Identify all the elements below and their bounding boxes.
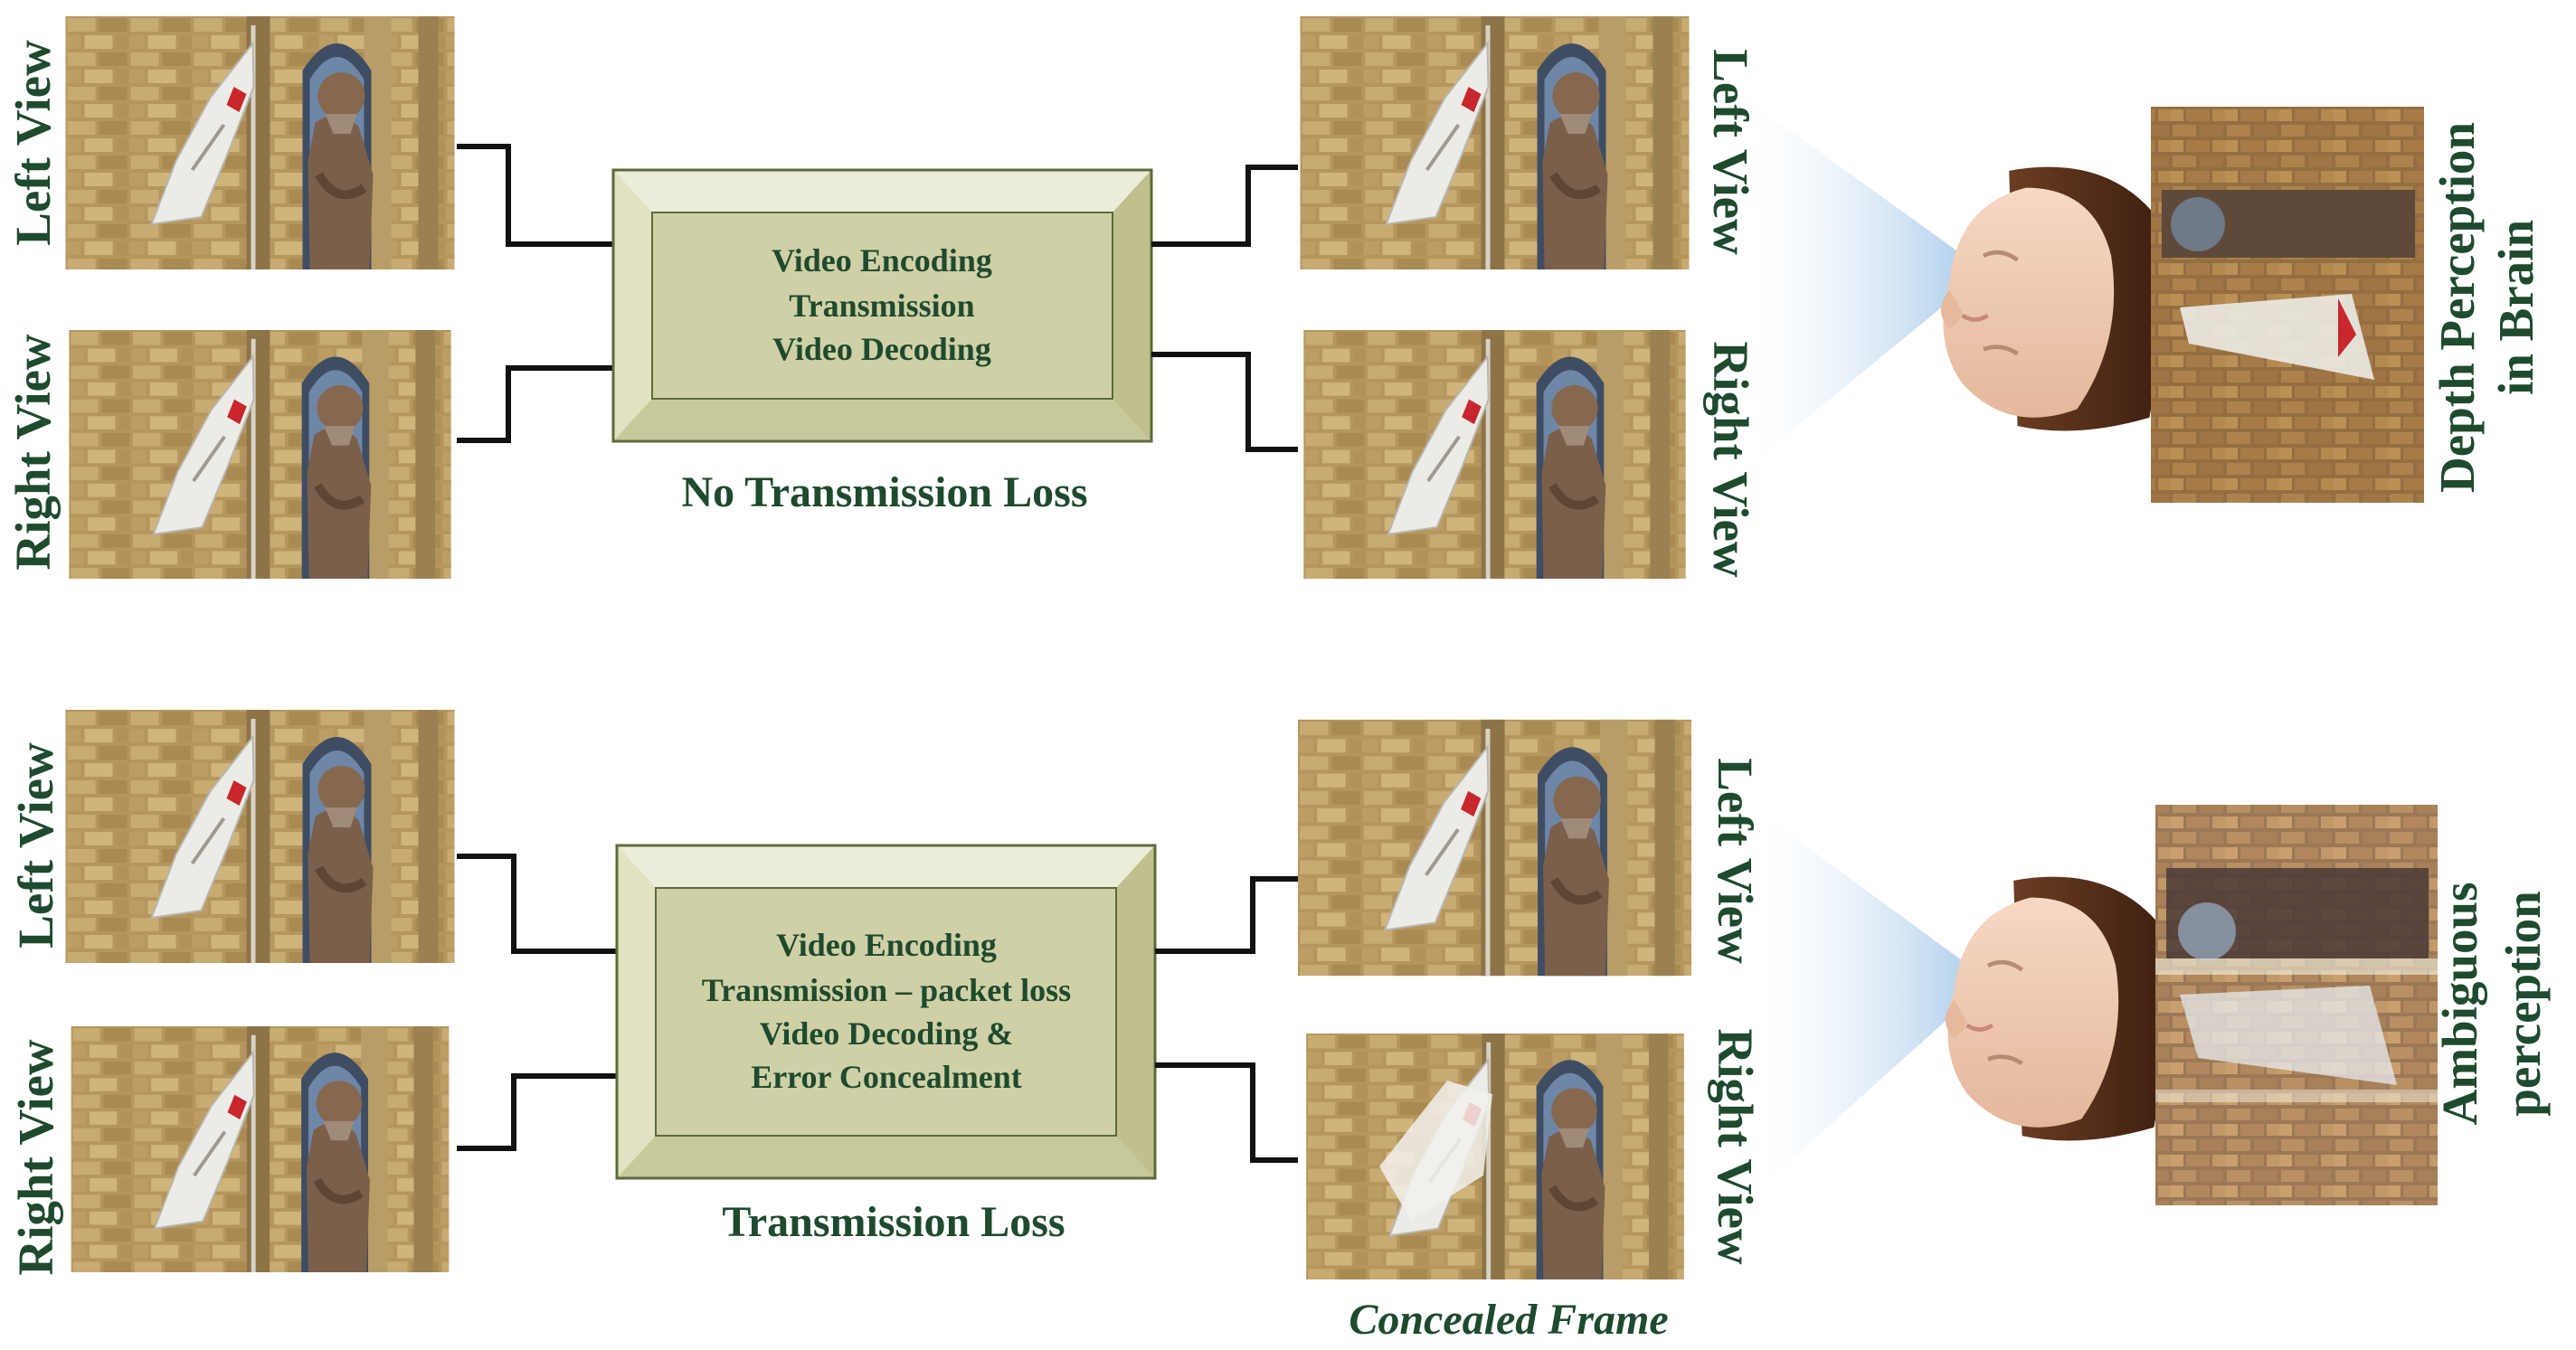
top-wire-right-in: [457, 365, 613, 443]
top-output-left-label: Left View: [1703, 49, 1758, 255]
top-perception-line-1: Depth Perception: [2429, 122, 2485, 493]
bottom-row: Left View Right View Video Encoding Tran…: [8, 710, 2551, 1344]
top-view-beam: [1755, 109, 1985, 461]
top-input-right-label: Right View: [5, 334, 61, 571]
bottom-input-left-image: [66, 710, 455, 963]
bottom-output-left-image: [1298, 720, 1691, 976]
bottom-wire-right-out: [1155, 1062, 1298, 1163]
top-perceived-image: [2151, 107, 2424, 503]
top-viewer-head: [1941, 167, 2162, 431]
top-input-left-label: Left View: [5, 40, 61, 246]
bottom-process-line-1: Video Encoding: [776, 927, 997, 963]
bottom-viewer-head: [1946, 877, 2166, 1141]
top-process-box: Video Encoding Transmission Video Decodi…: [611, 168, 1153, 443]
top-wire-left-in: [457, 144, 613, 247]
bottom-output-left-label: Left View: [1708, 758, 1763, 964]
bottom-wire-left-in: [457, 854, 617, 954]
concealed-frame-caption: Concealed Frame: [1349, 1296, 1668, 1344]
bottom-process-line-3: Video Decoding &: [760, 1015, 1014, 1052]
top-process-line-2: Transmission: [789, 288, 974, 324]
bottom-process-line-2: Transmission – packet loss: [702, 972, 1071, 1008]
bottom-process-box: Video Encoding Transmission – packet los…: [615, 844, 1157, 1180]
top-process-line-1: Video Encoding: [772, 242, 992, 278]
top-output-right-image: [1303, 330, 1685, 579]
top-perception-line-2: in Brain: [2488, 220, 2543, 395]
top-output-right-label: Right View: [1703, 341, 1758, 578]
top-process-line-3: Video Decoding: [772, 331, 991, 367]
bottom-perception-line-2: perception: [2496, 891, 2551, 1117]
bottom-input-right-label: Right View: [8, 1039, 63, 1276]
bottom-perceived-image: [2155, 805, 2438, 1205]
bottom-perception-line-1: Ambiguous: [2432, 883, 2487, 1126]
bottom-wire-left-out: [1155, 876, 1298, 954]
bottom-caption: Transmission Loss: [722, 1198, 1065, 1246]
bottom-input-right-image: [71, 1026, 450, 1272]
top-caption: No Transmission Loss: [681, 468, 1087, 516]
top-input-left-image: [66, 16, 455, 269]
bottom-process-line-4: Error Concealment: [751, 1059, 1022, 1095]
top-wire-right-out: [1151, 352, 1298, 452]
bottom-input-left-label: Left View: [8, 742, 63, 949]
bottom-view-beam: [1764, 818, 1990, 1185]
top-input-right-image: [69, 330, 450, 579]
bottom-output-right-label: Right View: [1708, 1028, 1763, 1265]
top-row: Left View Right View Video Encoding Tran…: [5, 16, 2543, 579]
top-wire-left-out: [1151, 165, 1298, 247]
bottom-wire-right-in: [457, 1073, 617, 1151]
bottom-output-concealed-image: [1306, 1034, 1684, 1279]
top-output-left-image: [1301, 16, 1690, 269]
